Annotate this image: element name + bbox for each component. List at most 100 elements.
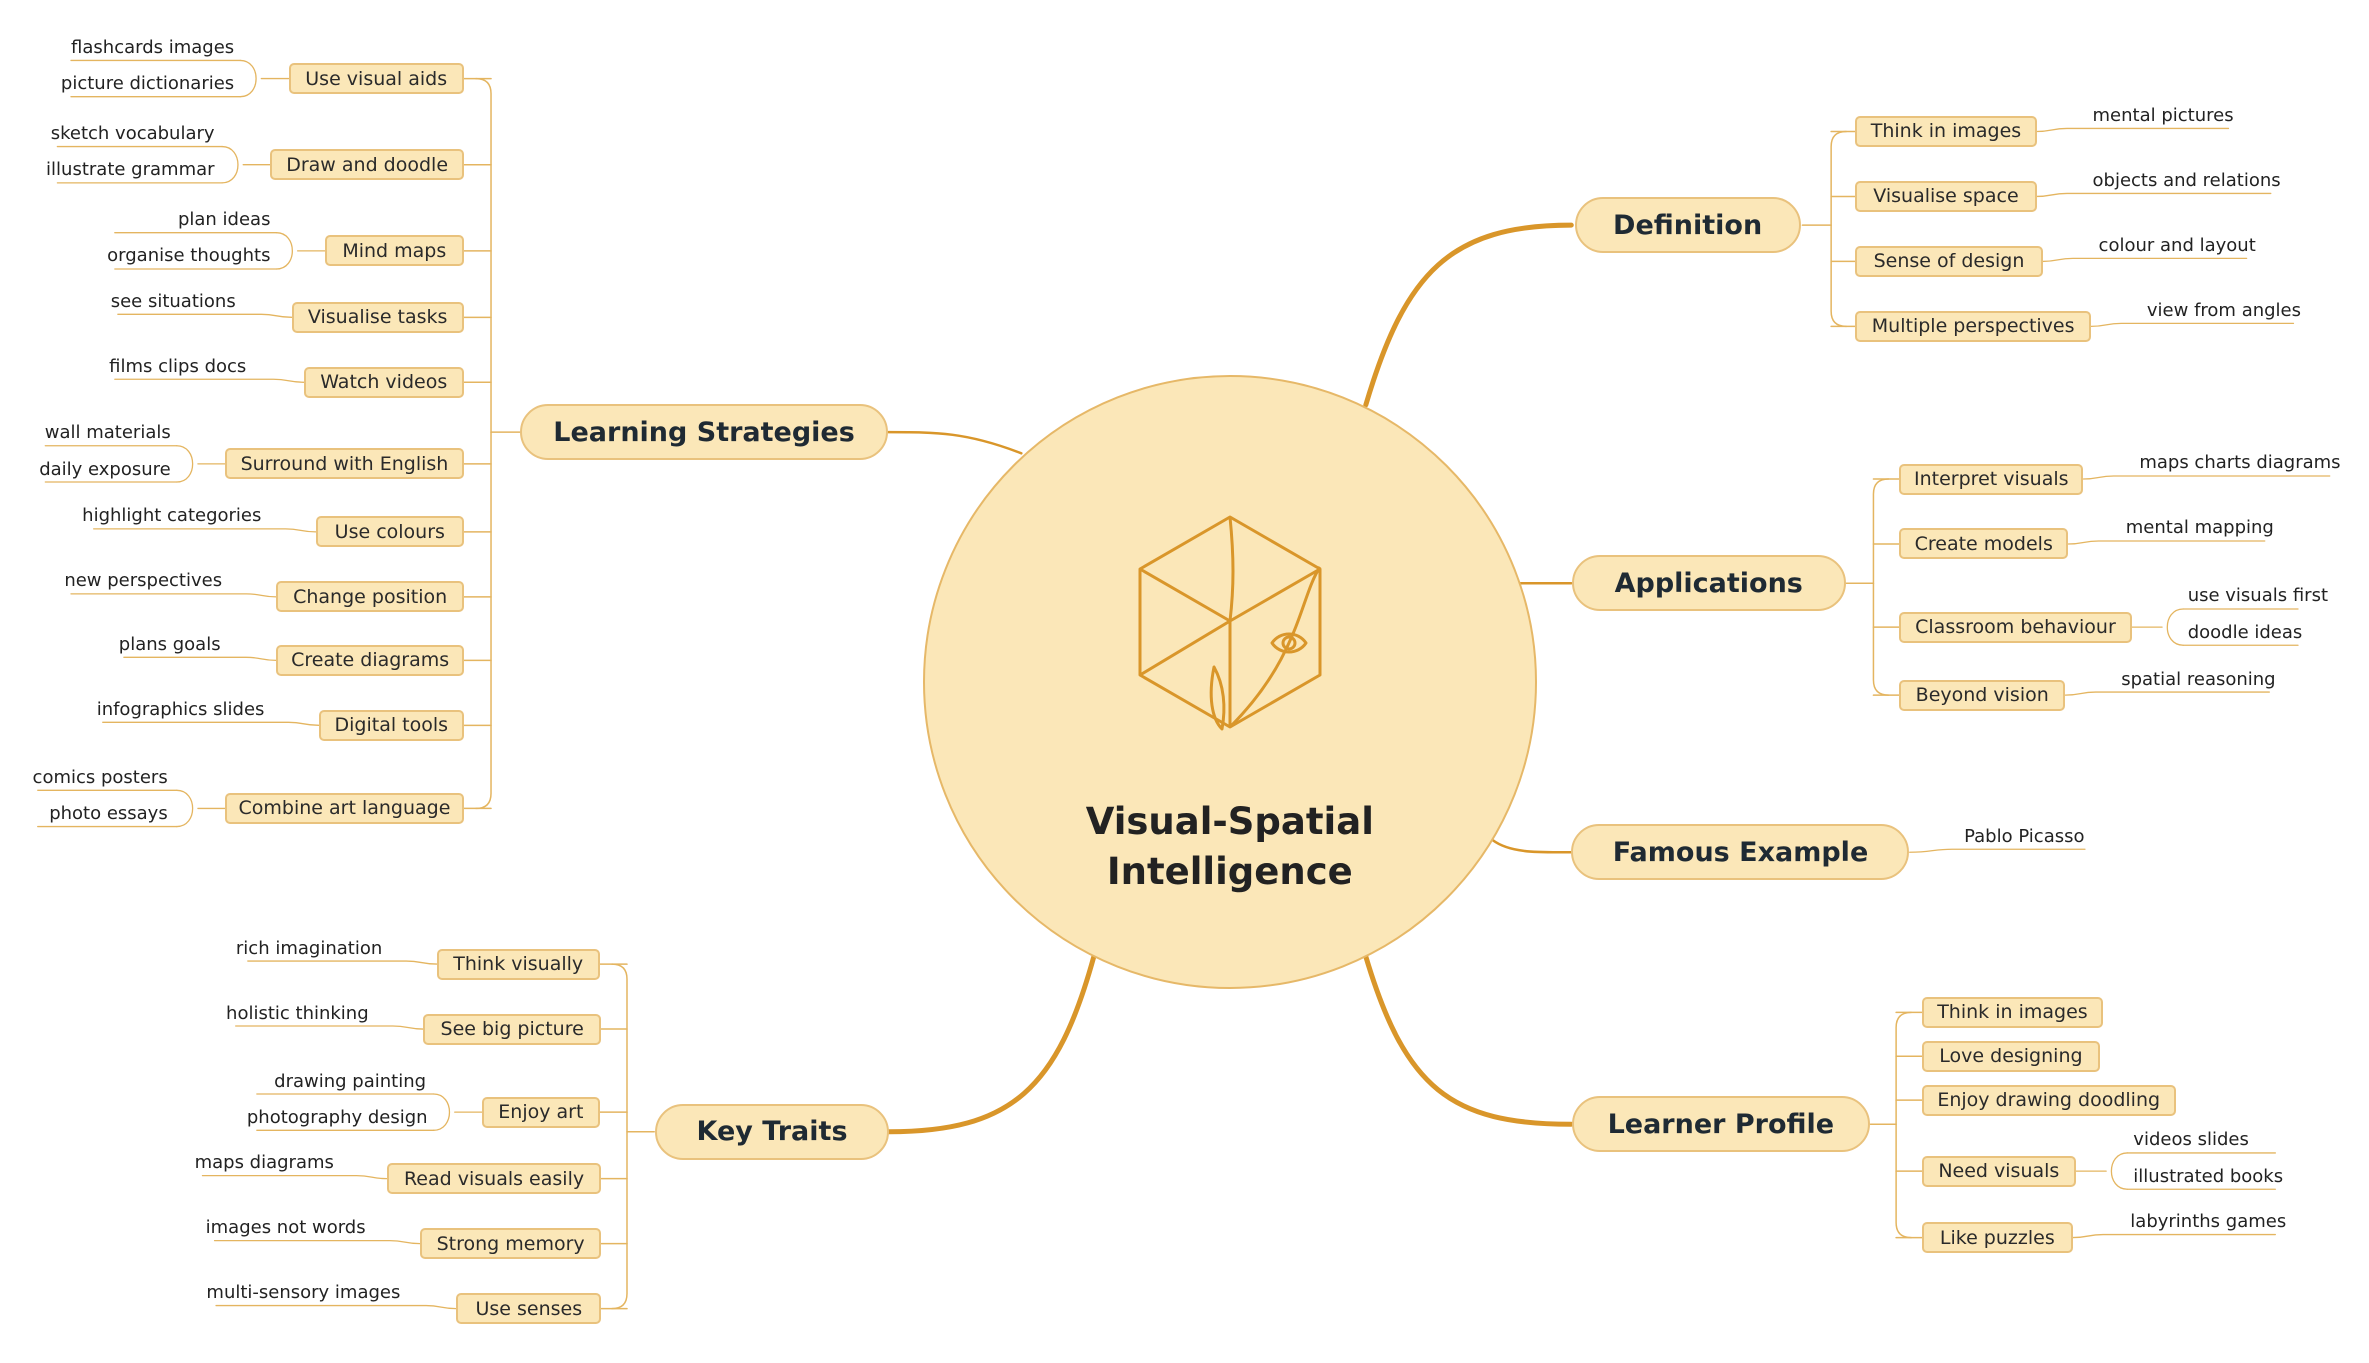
applications-leaf-2-0: use visuals first	[2187, 585, 2329, 607]
connector	[2082, 475, 2331, 480]
connector	[102, 721, 320, 726]
traits-item-3[interactable]: Read visuals easily	[386, 1163, 602, 1195]
learning-item-10[interactable]: Combine art language	[225, 792, 464, 824]
connector	[275, 232, 293, 270]
learning-item-7[interactable]: Change position	[276, 581, 464, 613]
topic-key-traits[interactable]: Key Traits	[655, 1103, 890, 1160]
learning-item-5[interactable]: Surround with English	[225, 448, 464, 480]
connector	[215, 1304, 457, 1310]
traits-leaf-1-0: holistic thinking	[226, 1002, 369, 1024]
learning-item-8[interactable]: Create diagrams	[276, 644, 464, 676]
traits-item-4[interactable]: Strong memory	[420, 1228, 602, 1260]
cube-eye-icon	[1138, 515, 1322, 730]
applications-leaf-2-1: doodle ideas	[2187, 621, 2303, 643]
learning-leaf-7-0: new perspectives	[64, 570, 223, 592]
topic-learner-profile[interactable]: Learner Profile	[1571, 1096, 1870, 1153]
learning-leaf-0-0: flashcards images	[71, 36, 235, 58]
branch-definition	[1363, 222, 1574, 408]
profile-item-3[interactable]: Need visuals	[1921, 1155, 2076, 1187]
connector	[235, 1025, 424, 1030]
connector	[2090, 322, 2295, 328]
connector	[2035, 127, 2230, 133]
connector	[1830, 130, 1847, 328]
connector	[176, 789, 194, 828]
profile-leaf-4-0: labyrinths games	[2130, 1211, 2287, 1233]
connector	[2064, 691, 2270, 696]
connector	[176, 445, 194, 483]
applications-item-1[interactable]: Create models	[1899, 528, 2069, 560]
learning-leaf-6-0: highlight categories	[82, 505, 262, 527]
traits-item-1[interactable]: See big picture	[423, 1013, 602, 1045]
connector	[123, 656, 278, 661]
branch-profile	[1363, 954, 1574, 1127]
topic-learning-strategies[interactable]: Learning Strategies	[520, 404, 889, 461]
connector	[611, 963, 628, 1310]
traits-item-2[interactable]: Enjoy art	[481, 1096, 600, 1128]
traits-leaf-4-0: images not words	[205, 1217, 366, 1239]
connector	[114, 378, 305, 383]
traits-leaf-2-1: photography design	[246, 1106, 428, 1128]
learning-leaf-0-1: picture dictionaries	[60, 73, 235, 95]
applications-item-0[interactable]: Interpret visuals	[1899, 463, 2084, 495]
profile-item-1[interactable]: Love designing	[1921, 1040, 2101, 1072]
applications-item-2[interactable]: Classroom behaviour	[1899, 611, 2132, 643]
profile-leaf-3-1: illustrated books	[2133, 1165, 2284, 1187]
connector	[2035, 192, 2272, 198]
definition-leaf-2-0: colour and layout	[2098, 234, 2256, 256]
learning-item-4[interactable]: Watch videos	[303, 366, 464, 398]
connector	[2042, 257, 2248, 263]
connector	[1895, 1011, 1912, 1239]
topic-definition[interactable]: Definition	[1574, 197, 1801, 254]
learning-item-2[interactable]: Mind maps	[324, 235, 464, 267]
definition-item-0[interactable]: Think in images	[1855, 115, 2037, 147]
learning-leaf-5-0: wall materials	[44, 422, 171, 444]
applications-item-3[interactable]: Beyond vision	[1899, 679, 2066, 711]
profile-item-2[interactable]: Enjoy drawing doodling	[1921, 1084, 2176, 1116]
definition-item-2[interactable]: Sense of design	[1855, 245, 2043, 277]
applications-leaf-1-0: mental mapping	[2125, 517, 2274, 539]
learning-leaf-2-1: organise thoughts	[107, 245, 271, 267]
connector	[2110, 1152, 2128, 1190]
branch-traits	[885, 954, 1097, 1135]
learning-leaf-9-0: infographics slides	[96, 698, 265, 720]
connector	[117, 313, 293, 318]
profile-item-4[interactable]: Like puzzles	[1921, 1222, 2073, 1254]
branch-famous	[1491, 838, 1573, 854]
connector	[201, 1174, 388, 1180]
connector	[1872, 478, 1890, 696]
connector	[1909, 848, 2086, 853]
connector	[2067, 540, 2266, 545]
definition-leaf-0-0: mental pictures	[2092, 104, 2234, 126]
profile-item-0[interactable]: Think in images	[1921, 996, 2104, 1028]
learning-leaf-4-0: films clips docs	[109, 355, 247, 377]
famous-leaf-0: Pablo Picasso	[1964, 825, 2085, 847]
connector	[475, 77, 492, 810]
learning-leaf-8-0: plans goals	[118, 633, 221, 655]
topic-famous-example[interactable]: Famous Example	[1571, 824, 1910, 881]
traits-leaf-0-0: rich imagination	[235, 937, 383, 959]
profile-leaf-3-0: videos slides	[2133, 1129, 2249, 1151]
topic-applications[interactable]: Applications	[1571, 555, 1846, 612]
learning-item-6[interactable]: Use colours	[315, 516, 464, 548]
definition-item-1[interactable]: Visualise space	[1855, 180, 2037, 212]
learning-item-0[interactable]: Use visual aids	[288, 63, 464, 95]
definition-item-3[interactable]: Multiple perspectives	[1855, 310, 2091, 342]
traits-item-5[interactable]: Use senses	[456, 1293, 602, 1325]
learning-leaf-5-1: daily exposure	[39, 458, 171, 480]
definition-leaf-3-0: view from angles	[2146, 299, 2302, 321]
traits-item-0[interactable]: Think visually	[436, 948, 600, 980]
learning-item-1[interactable]: Draw and doodle	[270, 149, 464, 181]
connector	[213, 1239, 421, 1245]
connector	[247, 960, 438, 965]
traits-leaf-3-0: maps diagrams	[194, 1152, 334, 1174]
connector	[221, 145, 239, 184]
learning-item-9[interactable]: Digital tools	[318, 709, 464, 741]
learning-item-3[interactable]: Visualise tasks	[291, 301, 464, 333]
connector	[2166, 608, 2184, 646]
traits-leaf-5-0: multi-sensory images	[206, 1282, 401, 1304]
connector	[70, 593, 278, 598]
learning-leaf-1-0: sketch vocabulary	[50, 123, 215, 145]
